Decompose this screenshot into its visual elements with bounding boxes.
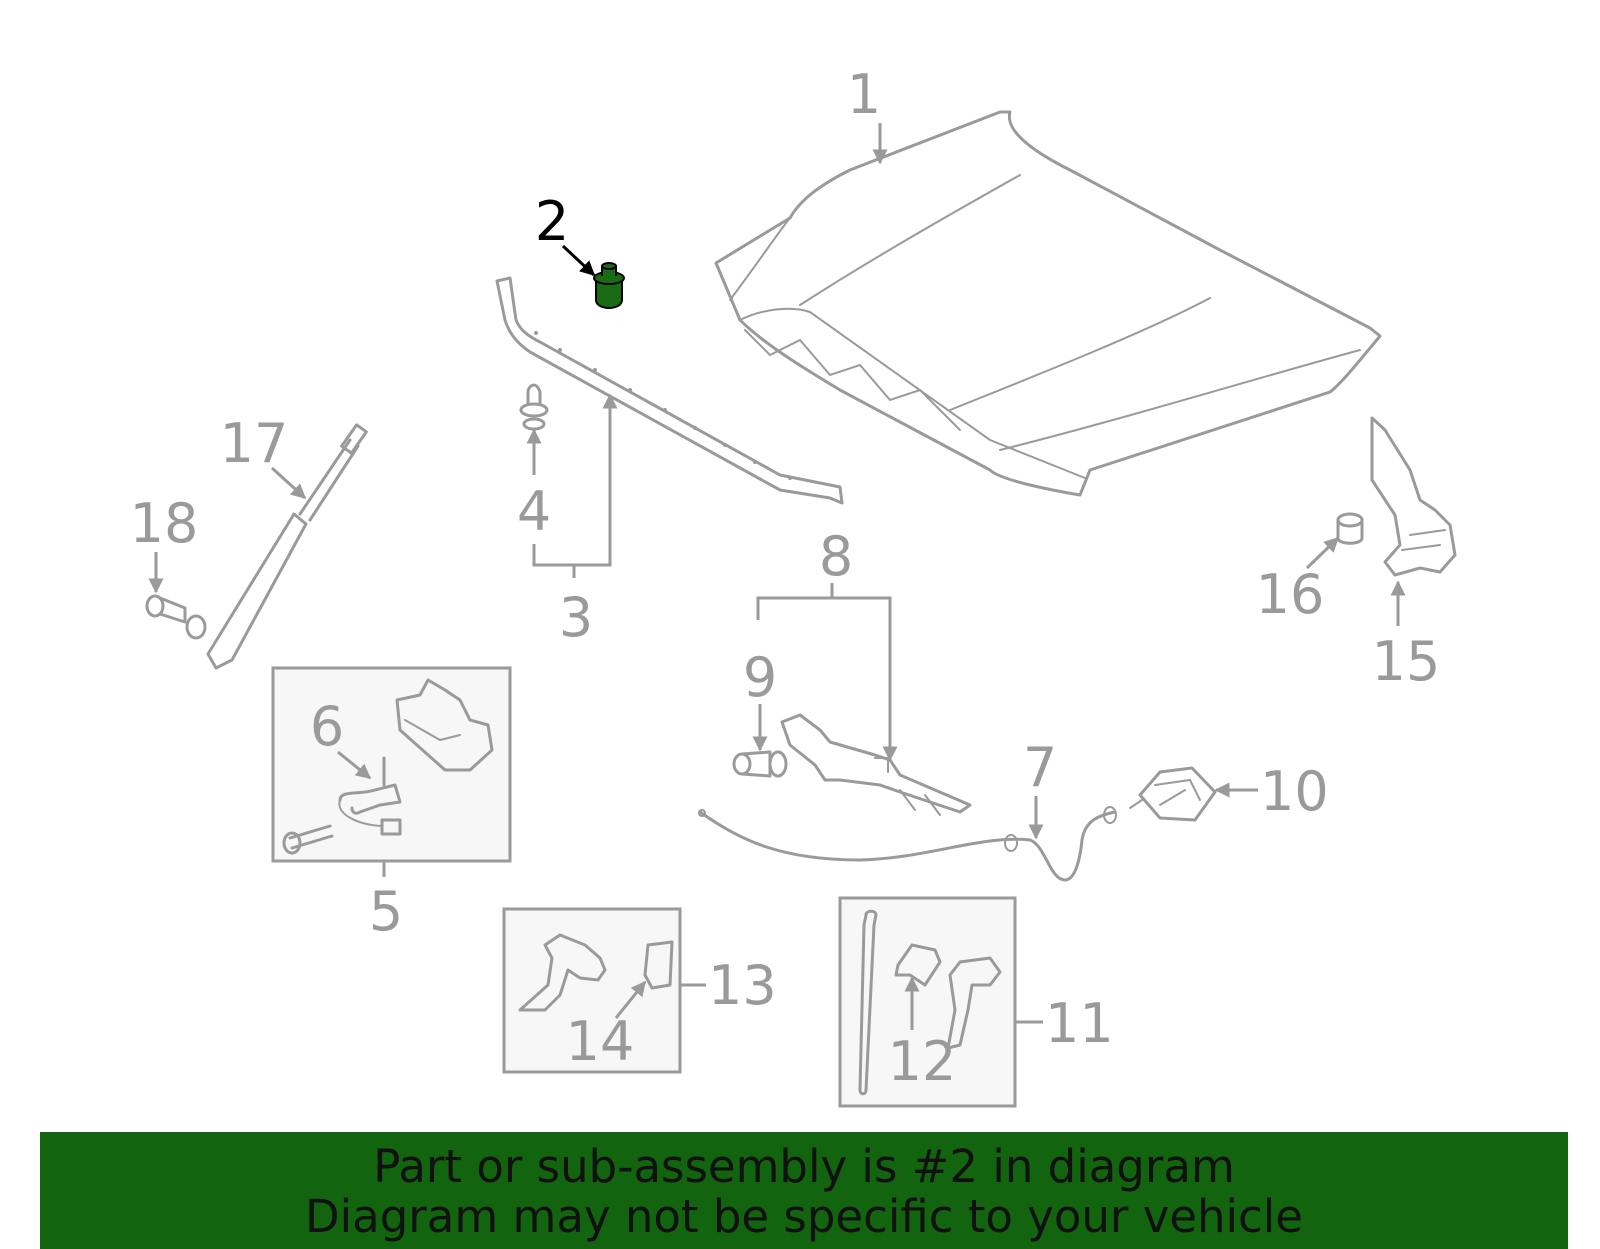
callout-13: 13 <box>680 954 777 1017</box>
svg-text:14: 14 <box>566 1010 635 1073</box>
callout-1: 1 <box>847 63 888 165</box>
callout-17: 17 <box>220 412 307 500</box>
release-cable-part-7[interactable] <box>698 806 1117 882</box>
callout-5: 5 <box>369 861 403 943</box>
svg-text:12: 12 <box>888 1030 957 1093</box>
banner-line-part-number: Part or sub-assembly is #2 in diagram <box>373 1140 1235 1193</box>
callout-14: 14 <box>566 980 647 1073</box>
callout-18: 18 <box>130 492 199 594</box>
callout-16: 16 <box>1256 536 1340 626</box>
callout-2: 2 <box>535 190 596 277</box>
seal-part-3[interactable] <box>495 276 844 505</box>
latch-box-part-5[interactable] <box>271 666 512 863</box>
svg-text:11: 11 <box>1045 992 1114 1055</box>
hinge-box-part-13[interactable] <box>502 907 682 1074</box>
svg-text:9: 9 <box>743 646 777 709</box>
callout-8: 8 <box>756 525 898 762</box>
retainer-part-4[interactable] <box>519 383 549 431</box>
svg-text:15: 15 <box>1372 630 1441 693</box>
callout-7: 7 <box>1023 736 1057 840</box>
callout-3-4: 4 3 <box>517 393 618 649</box>
callout-11: 11 <box>1015 992 1114 1055</box>
hood-part-1[interactable] <box>714 110 1382 497</box>
hinge-part-15[interactable] <box>1370 416 1457 577</box>
svg-text:2: 2 <box>535 190 569 253</box>
info-banner: Part or sub-assembly is #2 in diagram Di… <box>40 1132 1568 1249</box>
svg-text:1: 1 <box>847 63 881 126</box>
svg-text:6: 6 <box>310 695 344 758</box>
callout-15: 15 <box>1372 580 1441 693</box>
svg-text:8: 8 <box>819 525 853 588</box>
svg-text:17: 17 <box>220 412 289 475</box>
bolt-part-9[interactable] <box>732 750 788 778</box>
svg-text:13: 13 <box>708 954 777 1017</box>
hinge-box-part-11[interactable] <box>838 896 1017 1108</box>
svg-text:10: 10 <box>1260 760 1329 823</box>
lift-support-part-17[interactable] <box>206 423 368 670</box>
svg-text:7: 7 <box>1023 736 1057 799</box>
cushion-part-16[interactable] <box>1336 512 1364 545</box>
bolt-part-18[interactable] <box>145 594 207 640</box>
callout-10: 10 <box>1214 760 1329 823</box>
support-part-8[interactable] <box>780 713 972 816</box>
callout-12: 12 <box>888 976 957 1093</box>
banner-line-disclaimer: Diagram may not be specific to your vehi… <box>305 1190 1303 1243</box>
clip-part-2-highlighted[interactable] <box>593 262 625 310</box>
release-handle-part-10[interactable] <box>1129 766 1217 822</box>
svg-text:5: 5 <box>369 880 403 943</box>
svg-text:4: 4 <box>517 480 551 543</box>
svg-text:16: 16 <box>1256 563 1325 626</box>
callout-6: 6 <box>310 695 372 780</box>
svg-text:3: 3 <box>559 586 593 649</box>
svg-text:18: 18 <box>130 492 199 555</box>
callout-9: 9 <box>743 646 777 752</box>
